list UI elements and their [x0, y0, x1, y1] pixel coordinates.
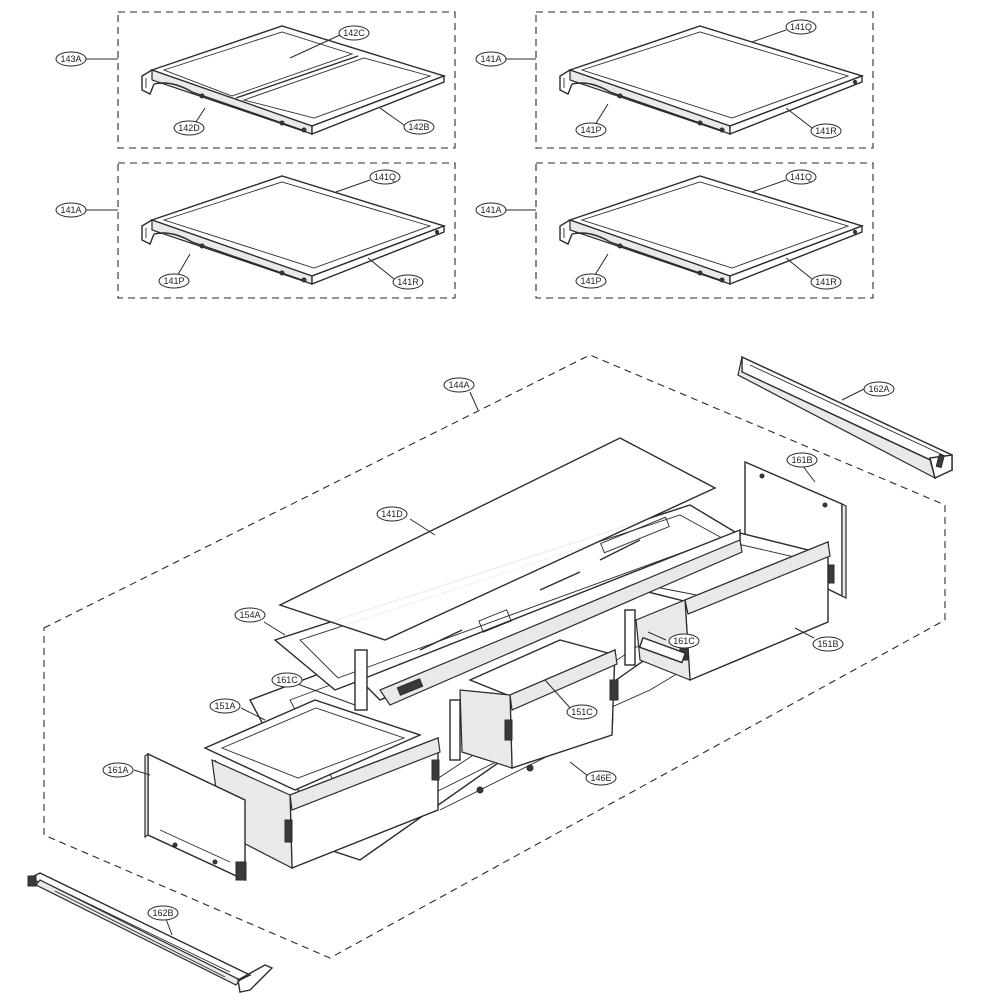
svg-text:142C: 142C [343, 28, 365, 38]
svg-text:141R: 141R [397, 277, 419, 287]
callout-drawer-left: 151A [209, 698, 241, 714]
split-shelf-illustration [141, 25, 445, 135]
svg-text:142B: 142B [408, 122, 429, 132]
svg-text:161B: 161B [791, 455, 812, 465]
slide-rails [354, 609, 687, 761]
callout-left: 142D [173, 120, 205, 136]
svg-text:141A: 141A [60, 205, 81, 215]
callout-top: 142C [338, 25, 370, 41]
shelf-panel-3: 141A 141Q 141P 141R [55, 162, 456, 299]
panel-3-border [117, 162, 456, 299]
svg-text:141A: 141A [480, 205, 501, 215]
top-rail [737, 355, 953, 480]
svg-text:144A: 144A [448, 380, 469, 390]
svg-text:151C: 151C [571, 707, 593, 717]
callout-left: 141P [575, 273, 607, 289]
callout-drawer-right: 151B [812, 636, 844, 652]
callout-right: 141R [810, 123, 842, 139]
svg-text:141P: 141P [580, 125, 601, 135]
callout-front-left: 161A [102, 762, 134, 778]
callout-top: 141Q [785, 169, 817, 185]
drawer-assembly: 144A 162A 141D 154A 161C 151A 161A 151C … [27, 354, 953, 993]
svg-text:162B: 162B [152, 908, 173, 918]
left-front-panel [144, 752, 247, 882]
panel-4-border [535, 162, 874, 299]
shelf-panel-1: 143A 142C 142D 142B [55, 11, 456, 149]
callout-right: 141R [392, 274, 424, 290]
callout-left: 141P [158, 273, 190, 289]
callout-frame: 154A [234, 607, 266, 623]
bottom-rail [27, 872, 274, 993]
callout-base: 146E [585, 770, 617, 786]
shelf-panel-4: 141A 141Q 141P 141R [475, 162, 874, 299]
svg-text:146E: 146E [590, 773, 611, 783]
svg-text:141R: 141R [815, 277, 837, 287]
callout-top: 141Q [785, 19, 817, 35]
shelf-panel-2: 141A 141Q 141P 141R [475, 11, 874, 149]
callout-top-rail: 162A [863, 381, 895, 397]
cover-glass [278, 437, 717, 641]
svg-text:151B: 151B [817, 639, 838, 649]
panel-1-border [117, 11, 456, 149]
callout-right: 141R [810, 274, 842, 290]
svg-text:141Q: 141Q [374, 172, 396, 182]
svg-text:143A: 143A [60, 54, 81, 64]
callout-slide-right: 161C [668, 633, 700, 649]
assembly-boundary [43, 354, 946, 959]
svg-text:151A: 151A [214, 701, 235, 711]
svg-text:142D: 142D [178, 123, 200, 133]
svg-text:141A: 141A [480, 54, 501, 64]
svg-text:141D: 141D [381, 509, 403, 519]
svg-text:162A: 162A [868, 384, 889, 394]
svg-text:141P: 141P [580, 276, 601, 286]
callout-group: 141A [55, 202, 87, 218]
svg-text:161A: 161A [107, 765, 128, 775]
callout-assembly: 144A [443, 377, 475, 393]
callout-group: 143A [55, 51, 87, 67]
svg-text:161C: 161C [276, 675, 298, 685]
svg-text:141Q: 141Q [790, 172, 812, 182]
callout-front-right: 161B [786, 452, 818, 468]
svg-text:141Q: 141Q [790, 22, 812, 32]
callout-bottom-rail: 162B [147, 905, 179, 921]
shelf-illustration [141, 175, 445, 285]
center-drawer [459, 639, 619, 769]
svg-text:161C: 161C [673, 636, 695, 646]
shelf-illustration [559, 175, 863, 285]
callout-drawer-mid: 151C [566, 704, 598, 720]
svg-text:141P: 141P [163, 276, 184, 286]
shelf-illustration [559, 25, 863, 135]
svg-text:154A: 154A [239, 610, 260, 620]
callout-group: 141A [475, 202, 507, 218]
panel-2-border [535, 11, 874, 149]
callout-cover-glass: 141D [376, 506, 408, 522]
left-drawer [203, 699, 441, 870]
callout-slide-left: 161C [271, 672, 303, 688]
svg-text:141R: 141R [815, 126, 837, 136]
callout-group: 141A [475, 51, 507, 67]
callout-left: 141P [575, 122, 607, 138]
callout-right: 142B [403, 119, 435, 135]
callout-top: 141Q [369, 169, 401, 185]
